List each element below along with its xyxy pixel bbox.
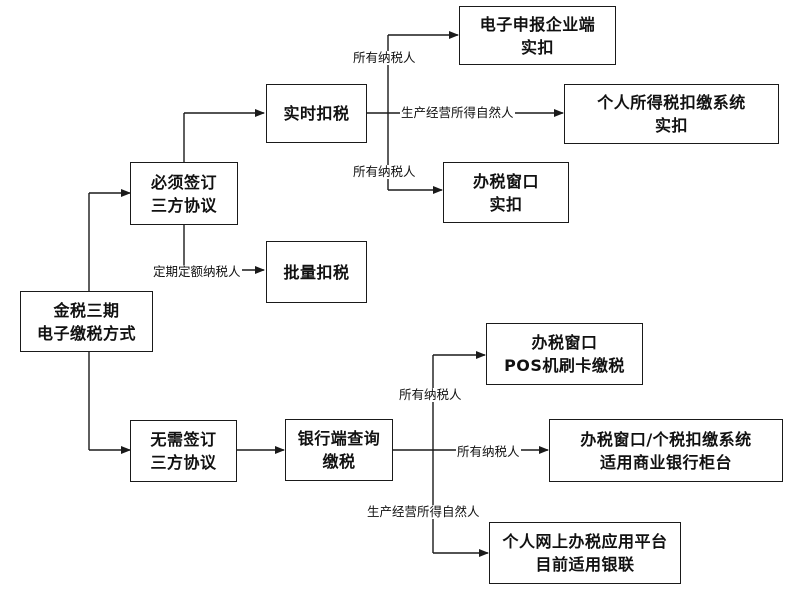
edge-label-all-taxpayers: 所有纳税人 bbox=[352, 164, 417, 179]
edge-label-all-taxpayers: 所有纳税人 bbox=[352, 50, 417, 65]
bank-counter-node: 办税窗口/个税扣缴系统适用商业银行柜台 bbox=[549, 419, 783, 482]
no-sign-node: 无需签订三方协议 bbox=[130, 420, 237, 482]
edge-label-fixed-quota: 定期定额纳税人 bbox=[152, 264, 242, 279]
batch-node: 批量扣税 bbox=[266, 241, 367, 303]
e-filing-node: 电子申报企业端实扣 bbox=[459, 6, 616, 65]
online-node: 个人网上办税应用平台目前适用银联 bbox=[489, 522, 681, 584]
edge-label-all-taxpayers: 所有纳税人 bbox=[456, 444, 521, 459]
personal-sys-node: 个人所得税扣缴系统实扣 bbox=[564, 84, 779, 144]
bank-query-node: 银行端查询缴税 bbox=[285, 419, 393, 481]
root-node: 金税三期电子缴税方式 bbox=[20, 291, 153, 352]
must-sign-node: 必须签订三方协议 bbox=[130, 162, 238, 225]
edge-label-all-taxpayers: 所有纳税人 bbox=[398, 387, 463, 402]
realtime-node: 实时扣税 bbox=[266, 84, 367, 143]
edge-label-business-income: 生产经营所得自然人 bbox=[366, 504, 481, 519]
tax-window-node: 办税窗口实扣 bbox=[443, 162, 569, 223]
edge-label-business-income: 生产经营所得自然人 bbox=[400, 105, 515, 120]
